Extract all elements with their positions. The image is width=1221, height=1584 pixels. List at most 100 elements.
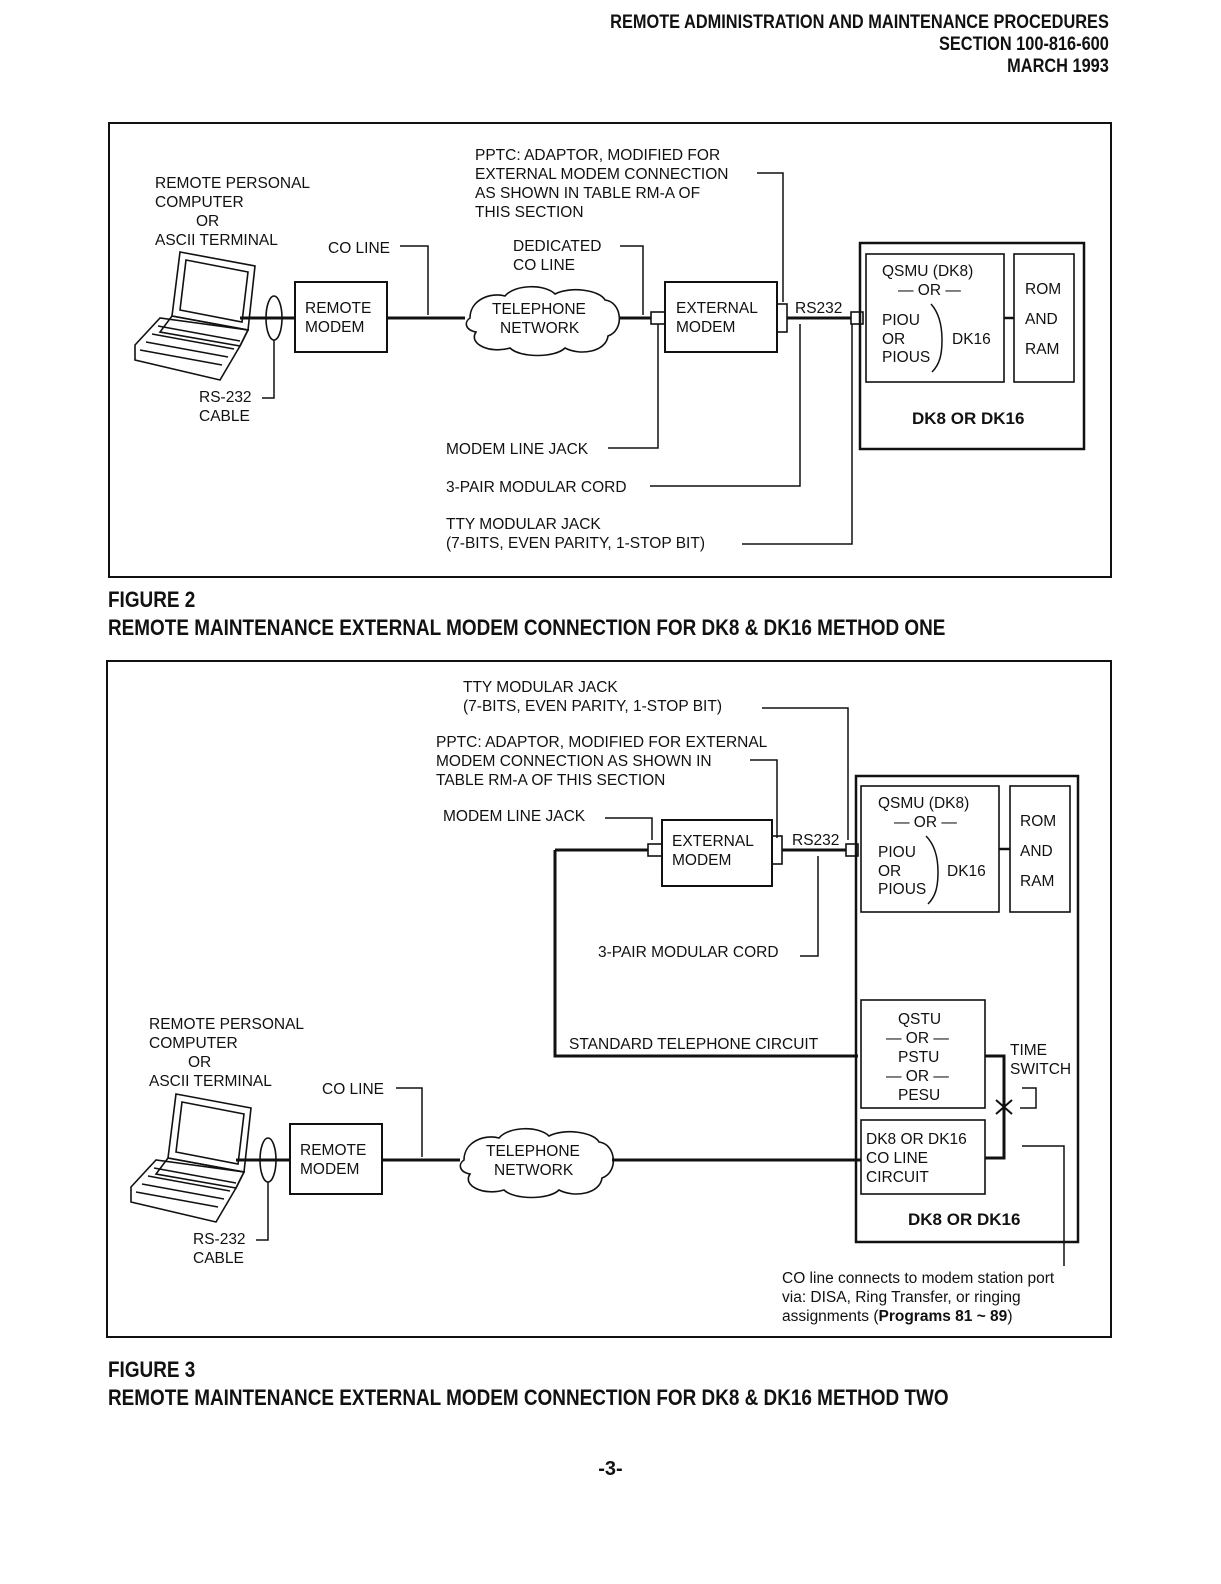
rs232-cable-label-2: CABLE	[199, 408, 250, 425]
rs232-cable-label-3-1: RS-232	[193, 1231, 246, 1248]
piou-label-2: OR	[882, 331, 905, 348]
piou-label-3: PIOUS	[882, 349, 930, 366]
figure-2-caption-number: FIGURE 2	[108, 587, 196, 612]
co-line-circuit-label-3: CIRCUIT	[866, 1169, 929, 1186]
laptop-icon-2	[130, 1093, 252, 1223]
rom-label-3: RAM	[1025, 341, 1059, 358]
figure-3-caption-number: FIGURE 3	[108, 1357, 196, 1382]
header-section: SECTION 100-816-600	[939, 34, 1109, 55]
telephone-network-label-3-1: TELEPHONE	[486, 1143, 580, 1160]
external-modem-label-3-2: MODEM	[672, 852, 731, 869]
pptc-label-2: EXTERNAL MODEM CONNECTION	[475, 166, 728, 183]
remote-modem-label-3-2: MODEM	[300, 1161, 359, 1178]
dedicated-co-line-label-1: DEDICATED	[513, 238, 601, 255]
pptc-label-1: PPTC: ADAPTOR, MODIFIED FOR	[475, 147, 720, 164]
tty-label-3-1: TTY MODULAR JACK	[463, 679, 618, 696]
dk16-label-2: DK16	[947, 863, 986, 880]
figure-2-frame: REMOTE PERSONAL COMPUTER OR ASCII TERMIN…	[108, 122, 1112, 578]
rs232-cable-label-1: RS-232	[199, 389, 252, 406]
qstu-label-4: — OR —	[886, 1068, 949, 1085]
remote-modem-label-2: MODEM	[305, 319, 364, 336]
note-line-3-pre: assignments (	[782, 1308, 879, 1325]
time-switch-cross	[995, 1099, 1013, 1115]
figure-2-caption-title: REMOTE MAINTENANCE EXTERNAL MODEM CONNEC…	[108, 615, 946, 640]
figure-3-frame: TTY MODULAR JACK (7-BITS, EVEN PARITY, 1…	[106, 660, 1112, 1338]
modem-line-jack-label: MODEM LINE JACK	[446, 441, 589, 458]
dk8-dk16-title-2: DK8 OR DK16	[908, 1210, 1020, 1229]
rom-label-3-3: RAM	[1020, 873, 1054, 890]
rom-label-3-1: ROM	[1020, 813, 1056, 830]
remote-pc-label-2: COMPUTER	[155, 194, 244, 211]
telephone-network-label-3-2: NETWORK	[494, 1162, 574, 1179]
pptc-label-4: THIS SECTION	[475, 204, 584, 221]
remote-modem-box-2	[289, 1123, 383, 1195]
remote-pc-label-3-4: ASCII TERMINAL	[149, 1073, 272, 1090]
three-pair-cord-label-2: 3-PAIR MODULAR CORD	[598, 944, 779, 961]
note-line-1: CO line connects to modem station port	[782, 1270, 1055, 1287]
note-line-3: assignments (Programs 81 ~ 89)	[782, 1308, 1012, 1325]
note-line-3-post: )	[1007, 1308, 1012, 1325]
pptc-label-3-1: PPTC: ADAPTOR, MODIFIED FOR EXTERNAL	[436, 734, 768, 751]
remote-pc-label-3: OR	[196, 213, 219, 230]
qstu-label-5: PESU	[898, 1087, 940, 1104]
pptc-label-3: AS SHOWN IN TABLE RM-A OF	[475, 185, 700, 202]
qsmu-label-2: — OR —	[898, 282, 961, 299]
note-line-3-programs: Programs 81 ~ 89	[878, 1308, 1007, 1325]
dedicated-co-line-label-2: CO LINE	[513, 257, 575, 274]
pptc-label-3-2: MODEM CONNECTION AS SHOWN IN	[436, 753, 712, 770]
telephone-network-cloud-2	[459, 1127, 615, 1199]
header-date: MARCH 1993	[1007, 56, 1109, 77]
tty-label-1: TTY MODULAR JACK	[446, 516, 601, 533]
rs232-cable-label-3-2: CABLE	[193, 1250, 244, 1267]
laptop-icon	[134, 251, 256, 381]
rom-label-3-2: AND	[1020, 843, 1053, 860]
modem-line-jack-label-2: MODEM LINE JACK	[443, 808, 586, 825]
three-pair-cord-label: 3-PAIR MODULAR CORD	[446, 479, 627, 496]
remote-modem-label-3-1: REMOTE	[300, 1142, 366, 1159]
standard-circuit-label: STANDARD TELEPHONE CIRCUIT	[569, 1036, 819, 1053]
qstu-label-1: QSTU	[898, 1011, 941, 1028]
qstu-box	[860, 999, 986, 1109]
external-modem-box	[664, 281, 778, 353]
figure-2-diagram: REMOTE PERSONAL COMPUTER OR ASCII TERMIN…	[134, 147, 1086, 552]
page-number: -3-	[598, 1458, 623, 1480]
tty-label-2: (7-BITS, EVEN PARITY, 1-STOP BIT)	[446, 535, 705, 552]
external-modem-label-2: MODEM	[676, 319, 735, 336]
piou-label-1: PIOU	[882, 312, 920, 329]
piou-label-3-3: PIOUS	[878, 881, 926, 898]
time-switch-label-2: SWITCH	[1010, 1061, 1071, 1078]
co-line-circuit-label-2: CO LINE	[866, 1150, 928, 1167]
telephone-network-cloud	[465, 285, 621, 357]
qsmu-label-3-1: QSMU (DK8)	[878, 795, 969, 812]
external-modem-label-3-1: EXTERNAL	[672, 833, 754, 850]
qstu-label-2: — OR —	[886, 1030, 949, 1047]
header-title: REMOTE ADMINISTRATION AND MAINTENANCE PR…	[610, 12, 1109, 33]
co-line-circuit-label-1: DK8 OR DK16	[866, 1131, 967, 1148]
external-modem-label-1: EXTERNAL	[676, 300, 758, 317]
remote-pc-label-4: ASCII TERMINAL	[155, 232, 278, 249]
remote-pc-label-3-3: OR	[188, 1054, 211, 1071]
figure-3-diagram: TTY MODULAR JACK (7-BITS, EVEN PARITY, 1…	[130, 679, 1080, 1325]
page-header: REMOTE ADMINISTRATION AND MAINTENANCE PR…	[610, 12, 1109, 78]
remote-modem-label-1: REMOTE	[305, 300, 371, 317]
remote-pc-label-3-2: COMPUTER	[149, 1035, 238, 1052]
remote-pc-label-1: REMOTE PERSONAL	[155, 175, 310, 192]
tty-label-3-2: (7-BITS, EVEN PARITY, 1-STOP BIT)	[463, 698, 722, 715]
dk8-dk16-title: DK8 OR DK16	[912, 409, 1024, 428]
pptc-label-3-3: TABLE RM-A OF THIS SECTION	[436, 772, 665, 789]
qstu-label-3: PSTU	[898, 1049, 939, 1066]
co-line-label: CO LINE	[328, 240, 390, 257]
piou-label-3-2: OR	[878, 863, 901, 880]
remote-pc-label-3-1: REMOTE PERSONAL	[149, 1016, 304, 1033]
co-line-label-2: CO LINE	[322, 1081, 384, 1098]
telephone-network-label-1: TELEPHONE	[492, 301, 586, 318]
rs232-label-2: RS232	[792, 832, 839, 849]
rom-label-2: AND	[1025, 311, 1058, 328]
time-switch-label-1: TIME	[1010, 1042, 1047, 1059]
qsmu-label-3-2: — OR —	[894, 814, 957, 831]
dk16-label: DK16	[952, 331, 991, 348]
qsmu-label-1: QSMU (DK8)	[882, 263, 973, 280]
figure-3-caption-title: REMOTE MAINTENANCE EXTERNAL MODEM CONNEC…	[108, 1385, 949, 1410]
piou-label-3-1: PIOU	[878, 844, 916, 861]
dk8-dk16-box-2	[854, 774, 1080, 1244]
